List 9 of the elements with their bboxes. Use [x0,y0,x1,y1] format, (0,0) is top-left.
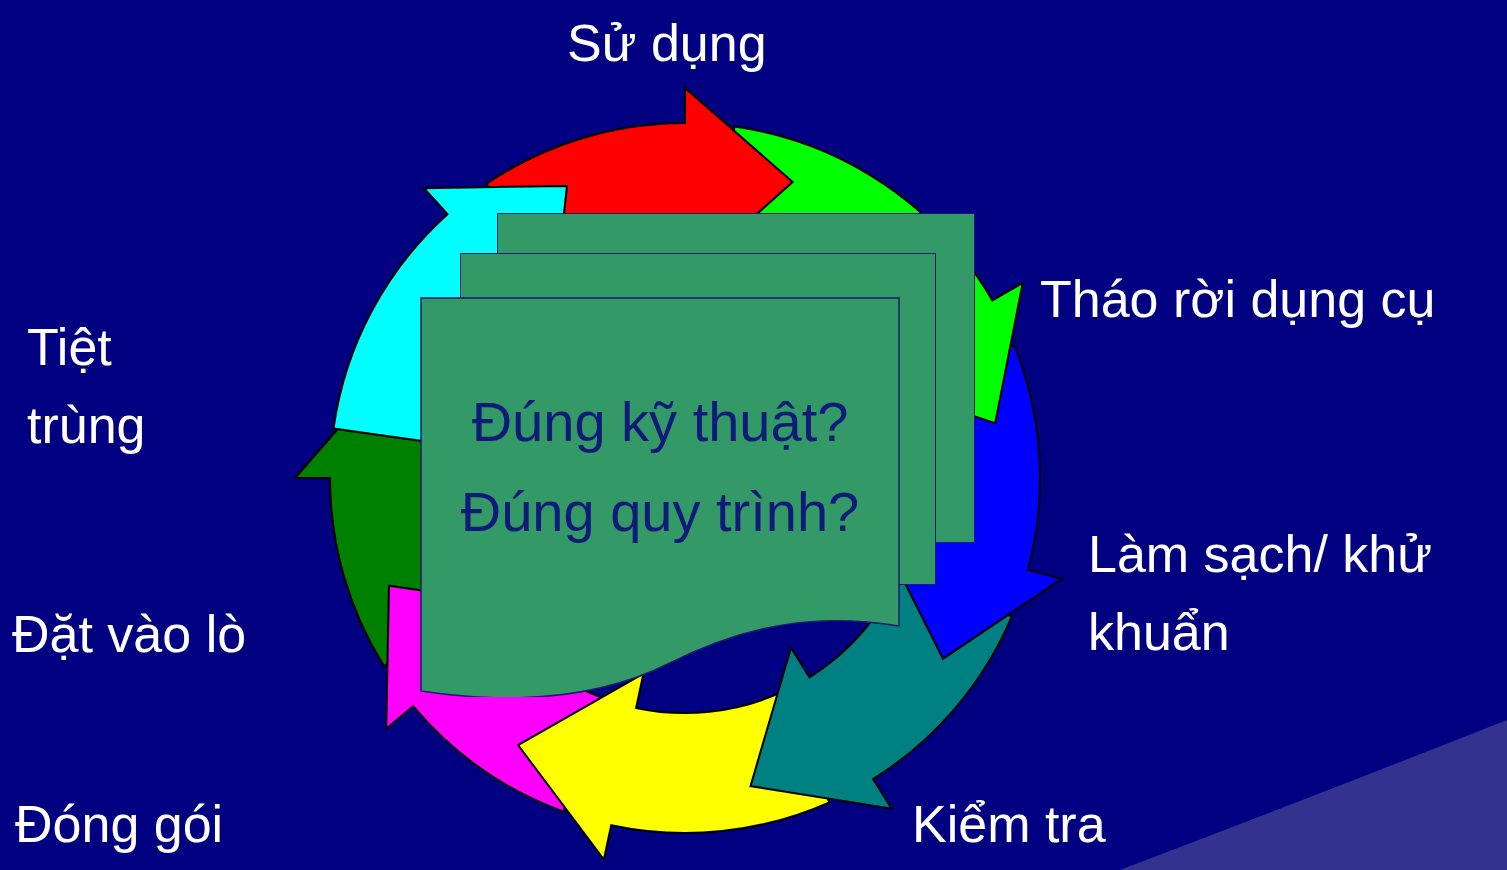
step-label: Tiệt trùng [27,317,147,456]
step-label: Đặt vào lò [12,604,248,665]
step-label: Kiểm tra [912,794,1107,855]
step-label: Sử dụng [567,13,768,74]
step-label: Tháo rời dụng cụ [1040,269,1437,330]
question-text: Đúng kỹ thuật? Đúng quy trình? [460,390,860,543]
step-label: Làm sạch/ khử khuẩn [1088,524,1434,663]
document-shape [420,297,900,697]
step-label: Đóng gói [15,794,225,855]
